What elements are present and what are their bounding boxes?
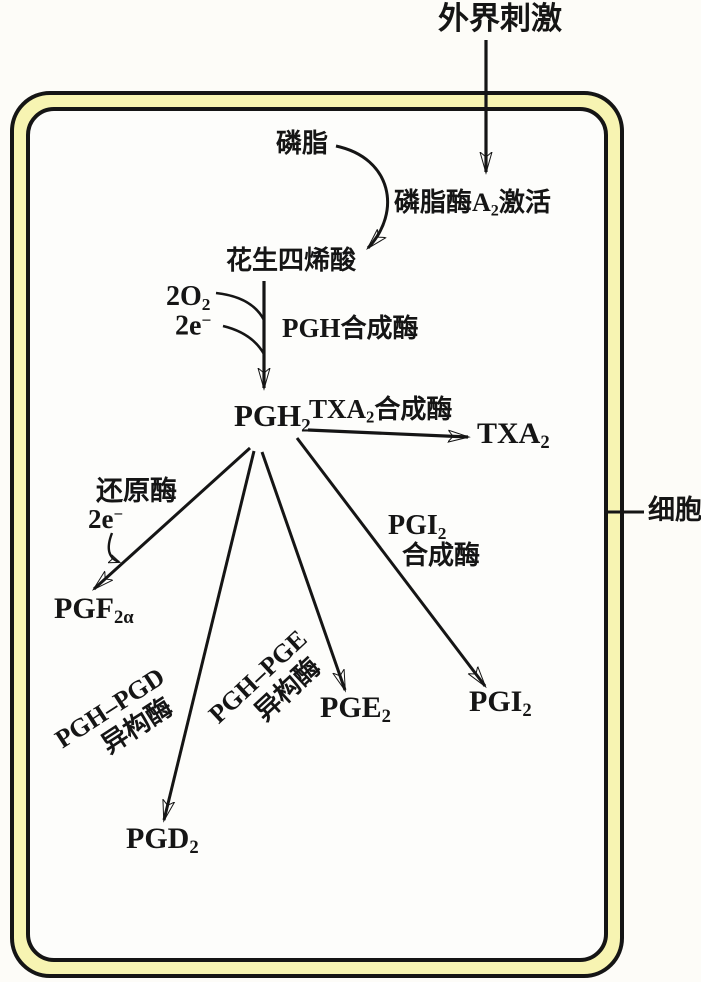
label-pgi2-synthase-line2: 合成酶 (402, 540, 481, 570)
label-subscript: 2 (540, 432, 550, 454)
label-arachidonic-acid: 花生四烯酸 (226, 245, 357, 275)
label-part: TXA (309, 394, 367, 424)
label-subscript: 2 (301, 415, 311, 437)
label-part: PGH (282, 313, 341, 343)
label-part: PGD (126, 822, 190, 855)
label-subscript: 2 (381, 706, 391, 728)
label-part: PGH (234, 398, 302, 433)
label-superscript: − (113, 504, 124, 524)
cell-membrane (10, 91, 624, 978)
label-subscript: 2 (522, 700, 532, 722)
label-part: TXA (477, 417, 541, 450)
label-part: 激活 (498, 187, 551, 217)
label-pgh2: PGH2 (234, 400, 311, 436)
label-reductase: 还原酶 (96, 476, 177, 506)
label-part: 2e (88, 504, 114, 534)
label-electrons-pgh: 2e− (175, 312, 211, 341)
label-pgd2: PGD2 (126, 824, 199, 858)
label-subscript: 2 (189, 837, 199, 859)
label-subscript: 2 (201, 294, 211, 314)
label-txa2-synthase: TXA2合成酶 (309, 396, 452, 426)
label-part: PGI (469, 685, 523, 718)
label-part: PGI (388, 510, 438, 541)
label-pgi2: PGI2 (469, 687, 532, 721)
label-part: 合成酶 (374, 394, 453, 424)
label-pgf2a: PGF2α (54, 594, 134, 628)
label-part: 2O (166, 281, 202, 312)
label-electrons-reductase: 2e− (88, 506, 123, 533)
label-subscript: 2 (366, 407, 375, 427)
label-superscript: − (201, 311, 212, 330)
label-subscript: 2α (114, 607, 134, 629)
label-txa2: TXA2 (477, 419, 550, 453)
label-phospholipase-a2-activation: 磷脂酶A2激活 (394, 189, 551, 220)
cell-interior (26, 107, 608, 962)
label-part: 磷脂酶 (394, 187, 473, 217)
label-pge2: PGE2 (320, 693, 391, 727)
label-external-stimulus: 外界刺激 (438, 1, 562, 36)
label-part: 合成酶 (340, 313, 419, 343)
label-cell: 细胞 (648, 495, 701, 525)
label-part: PGE (320, 691, 382, 724)
label-pgh-synthase: PGH合成酶 (282, 315, 419, 342)
label-o2-cofactor: 2O2 (166, 281, 211, 314)
label-phospholipid: 磷脂 (276, 128, 329, 158)
label-part: A (472, 188, 491, 217)
label-part: PGF (54, 592, 114, 625)
label-part: 2e (175, 310, 202, 342)
label-pgi2-synthase-line1: PGI2 (388, 510, 446, 543)
label-subscript: 2 (490, 202, 499, 220)
